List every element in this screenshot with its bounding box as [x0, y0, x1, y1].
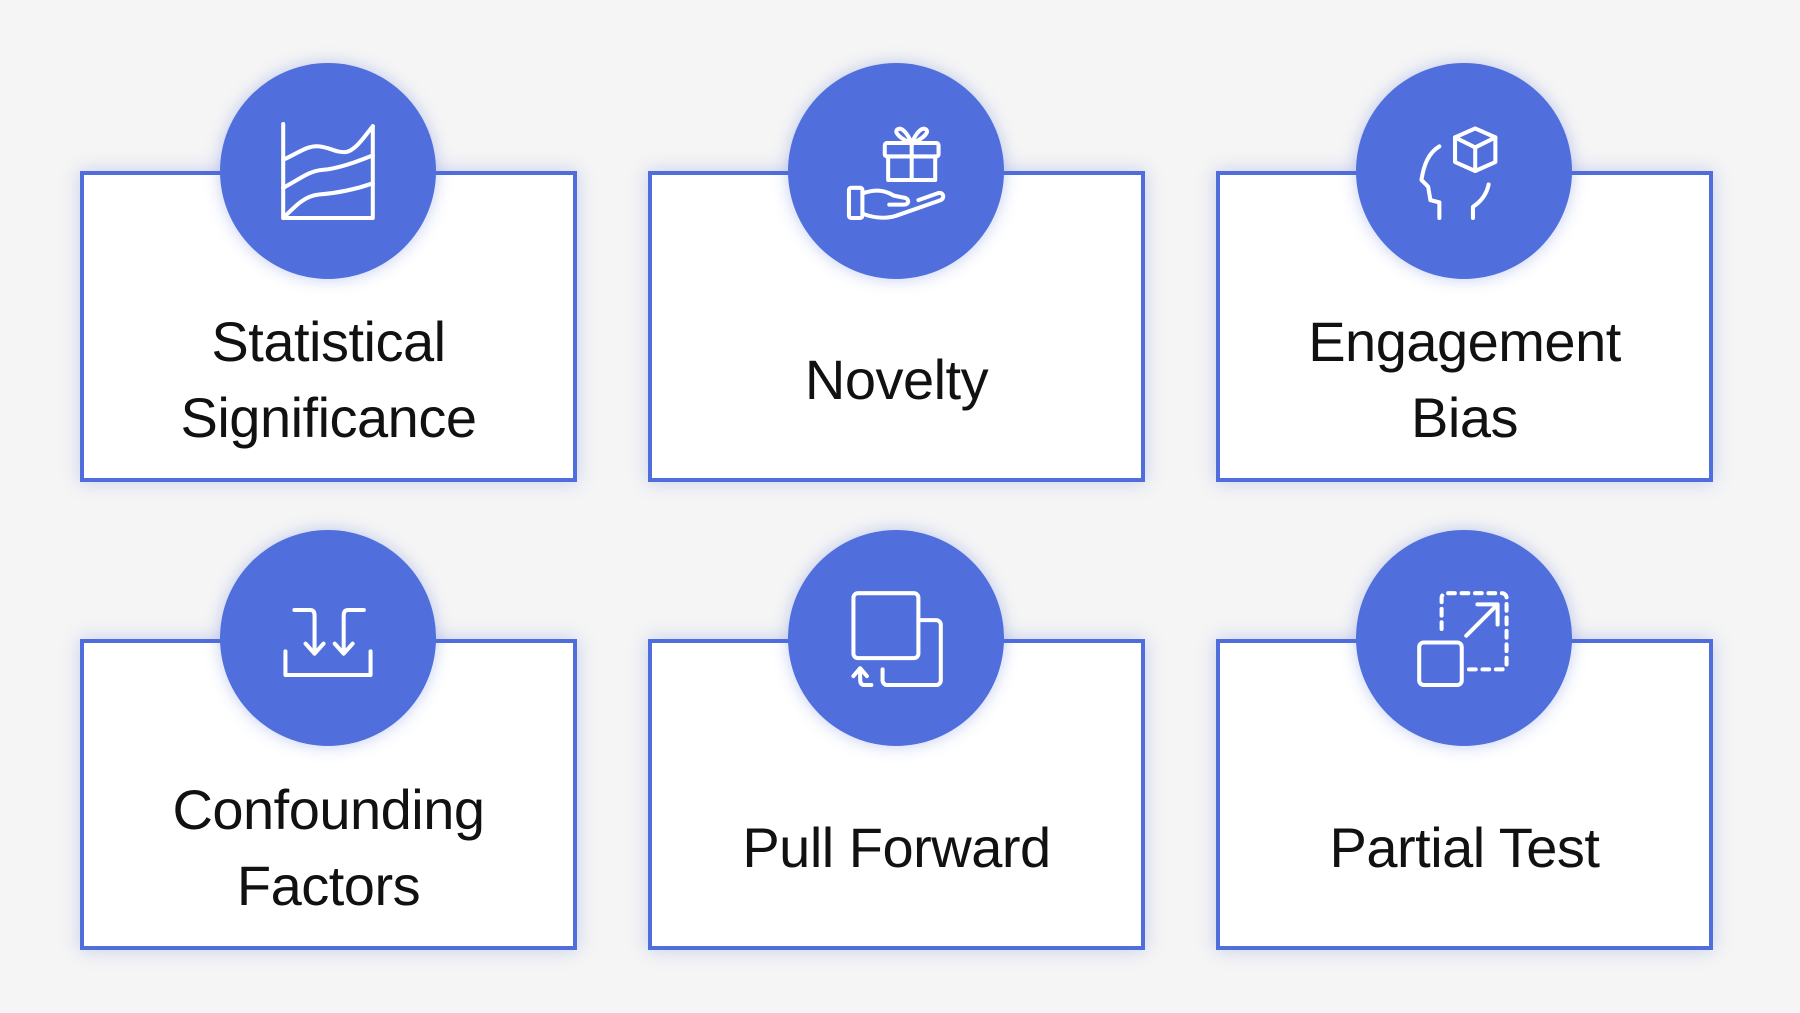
card-label: Partial Test [1220, 750, 1709, 946]
label-line: Significance [180, 386, 477, 449]
card-label: Statistical Significance [84, 282, 573, 478]
label-line: Factors [236, 854, 421, 917]
icon-badge [1356, 530, 1572, 746]
label-line: Confounding [172, 778, 485, 841]
icon-badge [788, 530, 1004, 746]
head-with-cube-icon [1419, 126, 1498, 221]
label-line: Statistical [211, 310, 446, 373]
card-label: Confounding Factors [84, 750, 573, 946]
gift-in-hand-icon [846, 126, 946, 221]
label-line: Partial Test [1329, 816, 1600, 879]
icon-badge [1356, 63, 1572, 279]
label-line: Engagement [1308, 310, 1621, 373]
label-line: Pull Forward [742, 816, 1051, 879]
overlapping-squares-arrow-icon [851, 591, 943, 688]
label-line: Bias [1411, 386, 1518, 449]
stacked-area-chart-icon [281, 121, 375, 221]
card-label: Engagement Bias [1220, 282, 1709, 478]
icon-badge [220, 530, 436, 746]
icon-badge [220, 63, 436, 279]
card-label: Pull Forward [652, 750, 1141, 946]
icon-badge [788, 63, 1004, 279]
label-line: Novelty [804, 348, 989, 411]
scale-up-square-icon [1417, 591, 1509, 688]
merge-arrows-into-tray-icon [283, 607, 373, 677]
card-label: Novelty [652, 282, 1141, 478]
